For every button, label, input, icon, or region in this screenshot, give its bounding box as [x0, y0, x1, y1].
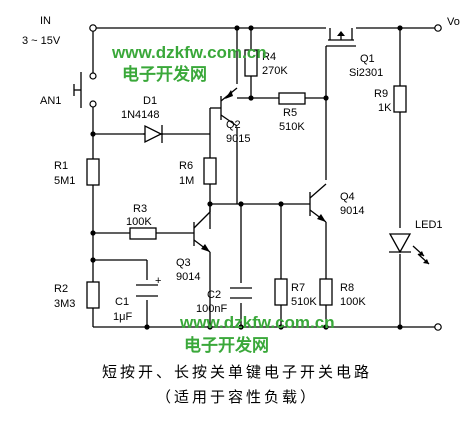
- input-terminal: [89, 24, 97, 32]
- r5-ref-label: R5: [283, 107, 297, 119]
- d1-value-label: 1N4148: [121, 109, 160, 121]
- r3-ref-label: R3: [133, 203, 147, 215]
- r9-value-label: 1K: [378, 102, 392, 114]
- r7-value-label: 510K: [291, 296, 317, 308]
- r8-value-label: 100K: [340, 296, 366, 308]
- r1-value-label: 5M1: [54, 175, 75, 187]
- an1-label: AN1: [40, 95, 61, 107]
- caption-subtitle: （适用于容性负载）: [156, 388, 318, 406]
- transistor-q2: [210, 87, 238, 127]
- resistor-r8: [319, 278, 333, 306]
- output-terminal: [434, 24, 442, 32]
- r4-value-label: 270K: [262, 65, 288, 77]
- watermark-site-top: 电子开发网: [122, 64, 207, 84]
- c2-ref-label: C2: [207, 289, 221, 301]
- caption-title: 短按开、长按关单键电子开关电路: [102, 363, 372, 381]
- watermark-url-bottom: www.dzkfw.com.cn: [179, 313, 335, 332]
- transistor-q4: [309, 183, 327, 223]
- c1-value-label: 1μF: [113, 311, 132, 323]
- c2-value-label: 100nF: [196, 303, 227, 315]
- r6-ref-label: R6: [179, 160, 193, 172]
- q1-value-label: Si2301: [349, 67, 383, 79]
- r1-ref-label: R1: [54, 160, 68, 172]
- resistor-r2: [86, 281, 100, 309]
- mosfet-q1: [325, 22, 356, 48]
- resistor-r6: [203, 157, 217, 185]
- r9-ref-label: R9: [374, 88, 388, 100]
- r2-ref-label: R2: [54, 283, 68, 295]
- input-label: IN: [40, 15, 51, 27]
- q2-value-label: 9015: [226, 133, 250, 145]
- diode-d1: [143, 124, 163, 144]
- q3-value-label: 9014: [176, 271, 200, 283]
- q1-ref-label: Q1: [360, 53, 375, 65]
- led-led1: [388, 228, 430, 265]
- d1-ref-label: D1: [143, 95, 157, 107]
- resistor-r7: [274, 278, 288, 306]
- r4-ref-label: R4: [262, 51, 276, 63]
- q2-ref-label: Q2: [226, 119, 241, 131]
- q4-ref-label: Q4: [340, 191, 355, 203]
- r3-value-label: 100K: [126, 216, 152, 228]
- resistor-r3: [129, 227, 157, 240]
- led1-label: LED1: [415, 219, 443, 231]
- q4-value-label: 9014: [340, 205, 364, 217]
- transistor-q3: [193, 204, 211, 253]
- watermark-site-bottom: 电子开发网: [184, 335, 269, 355]
- resistor-r1: [86, 158, 100, 186]
- watermark-url-top: www.dzkfw.com.cn: [111, 43, 267, 62]
- resistor-r9: [393, 85, 407, 113]
- r7-ref-label: R7: [291, 282, 305, 294]
- junction-dots: [90, 25, 403, 330]
- capacitor-c2: [230, 283, 252, 303]
- capacitor-c1: [136, 280, 158, 300]
- r5-value-label: 510K: [279, 121, 305, 133]
- resistor-r4: [244, 49, 258, 77]
- output-label: Vo: [447, 16, 460, 28]
- pushbutton-an1: [73, 72, 97, 108]
- q3-ref-label: Q3: [176, 257, 191, 269]
- resistor-r5: [278, 92, 306, 105]
- r6-value-label: 1M: [179, 175, 194, 187]
- r8-ref-label: R8: [340, 282, 354, 294]
- r2-value-label: 3M3: [54, 298, 75, 310]
- c1-polarity-label: +: [155, 275, 161, 287]
- supply-range-label: 3 ~ 15V: [22, 35, 61, 47]
- ground-terminal: [434, 323, 442, 331]
- c1-ref-label: C1: [115, 296, 129, 308]
